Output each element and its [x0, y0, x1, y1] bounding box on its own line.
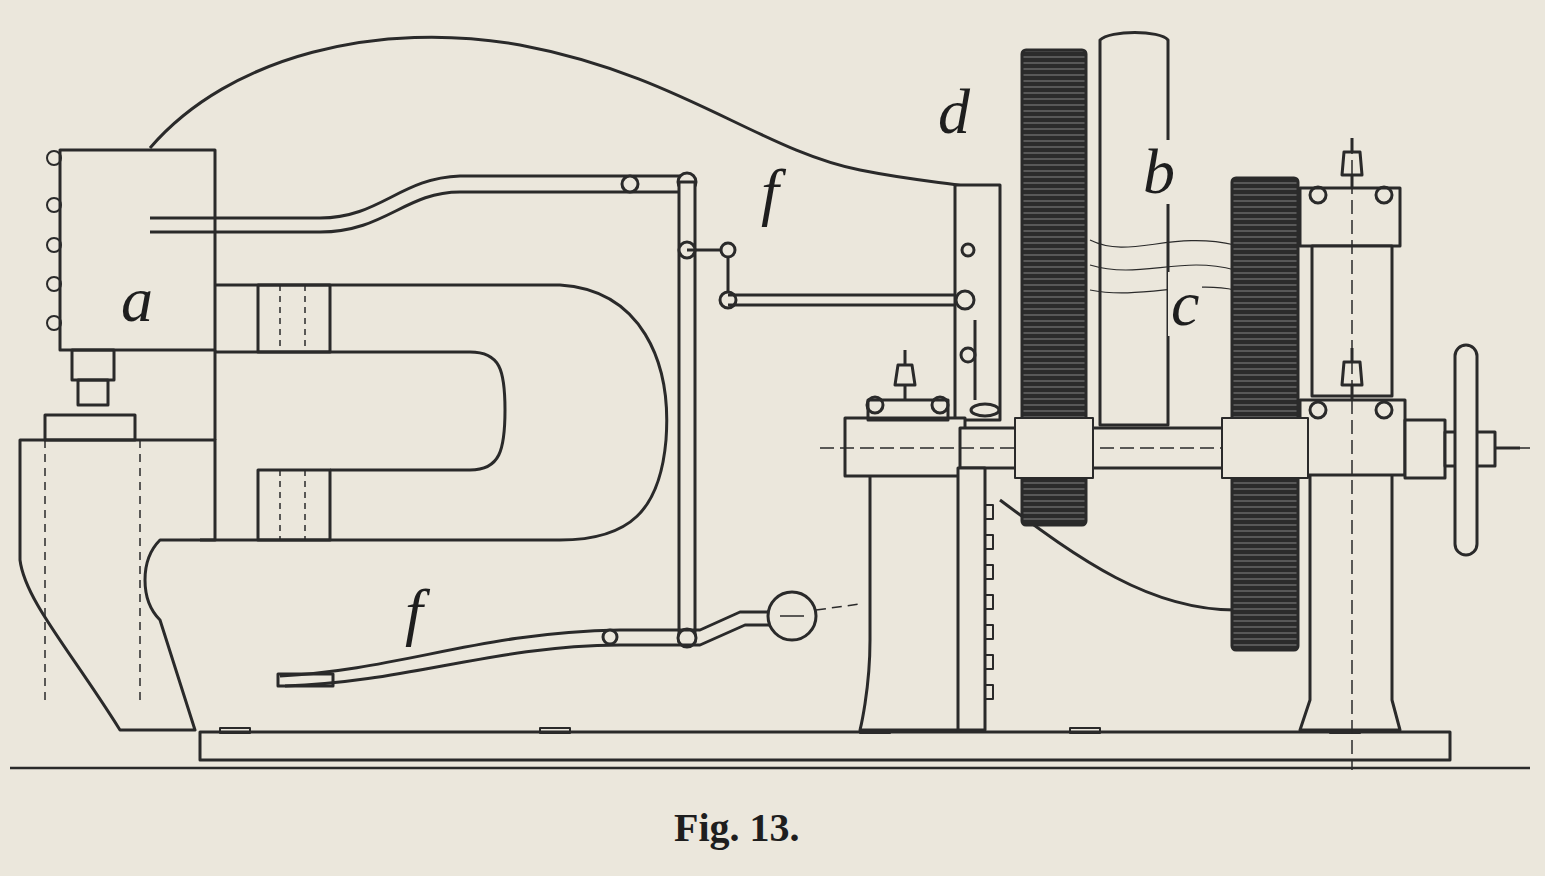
figure-caption: Fig. 13. [674, 808, 800, 848]
part-letter: f [402, 580, 426, 644]
part-letter: a [118, 268, 156, 332]
part-letter: d [935, 80, 973, 144]
part-letter: b [1140, 140, 1178, 204]
part-letter: c [1168, 272, 1202, 336]
part-letter: f [758, 160, 782, 224]
